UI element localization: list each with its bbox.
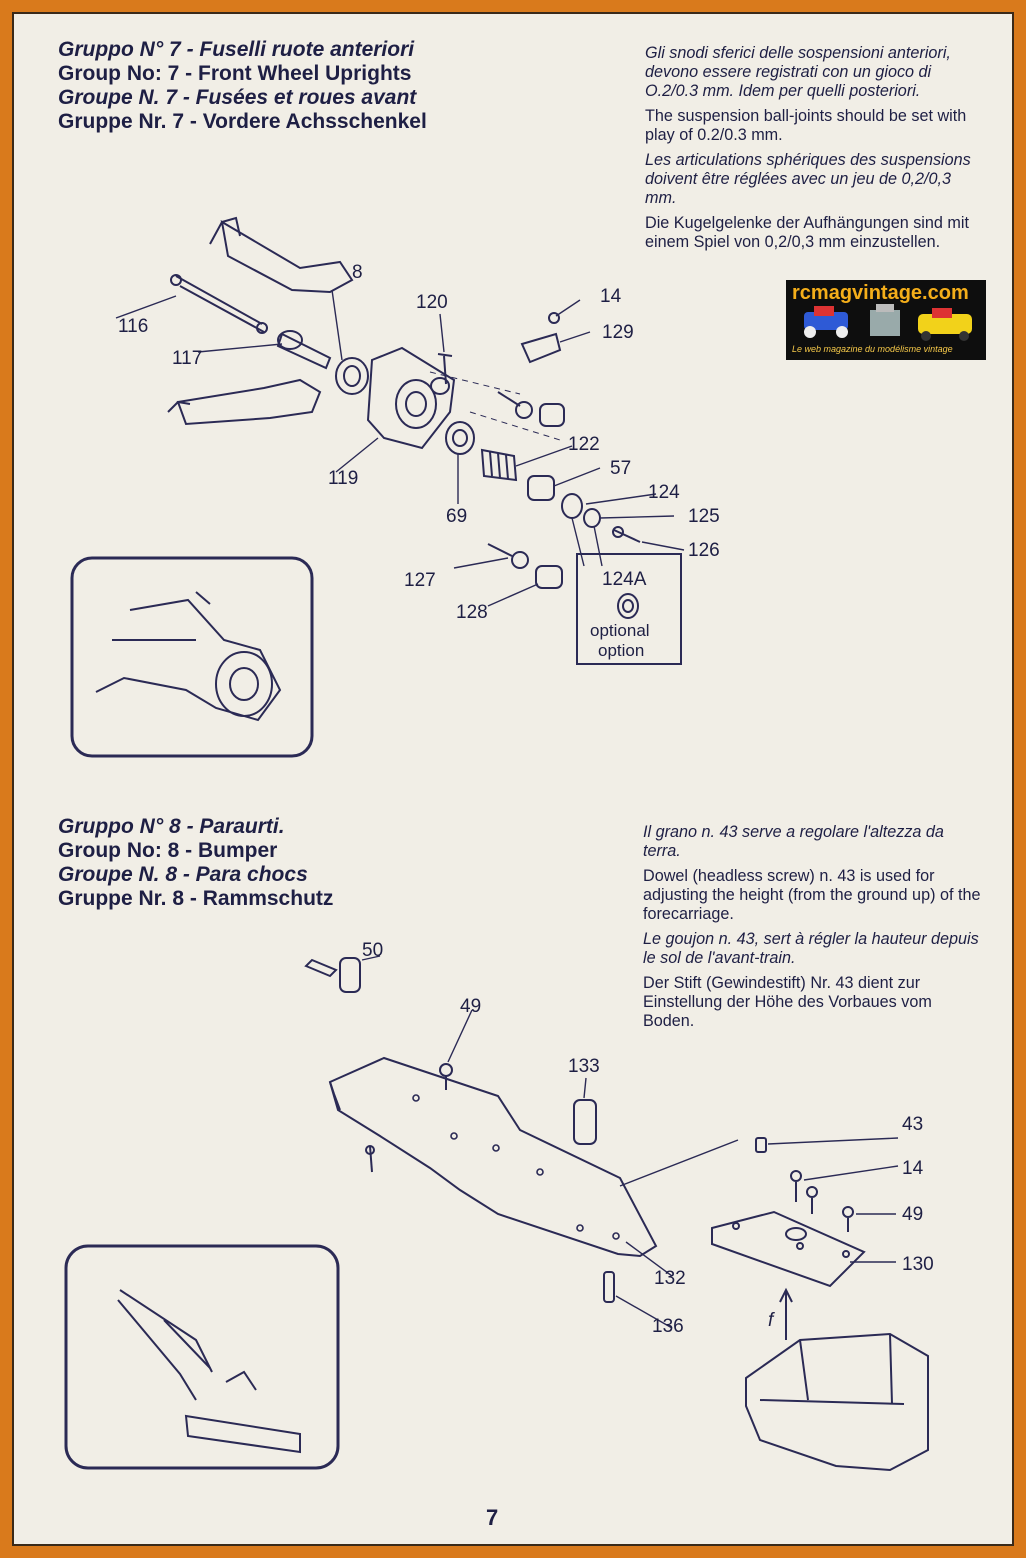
part-label: 49 — [460, 996, 482, 1017]
part-label: 125 — [688, 506, 720, 527]
rcmagvintage-logo[interactable]: rcmagvintage.com Le web magazine du modé… — [786, 280, 986, 360]
part-label: 129 — [602, 322, 634, 343]
cutter-inset — [64, 1244, 340, 1470]
group8-heading-en: Group No: 8 - Bumper — [58, 839, 278, 862]
screw-120 — [437, 353, 453, 385]
group8-note-fr: Le goujon n. 43, sert à régler la hauteu… — [643, 930, 979, 967]
part-label: 130 — [902, 1254, 934, 1275]
group7-heading-en: Group No: 7 - Front Wheel Uprights — [58, 62, 412, 85]
part-label: 124 — [648, 482, 680, 503]
page-number: 7 — [486, 1505, 499, 1530]
part-label: 57 — [610, 458, 632, 479]
group8-heading-fr: Groupe N. 8 - Para chocs — [58, 863, 308, 886]
bumper-plate — [328, 1056, 658, 1258]
track-rod — [175, 275, 265, 333]
height-arrow — [779, 1287, 793, 1340]
group8-heading-de: Gruppe Nr. 8 - Rammschutz — [58, 887, 334, 910]
group7-note-de: Die Kugelgelenke der Aufhängungen sind m… — [645, 214, 969, 251]
part-label: 127 — [404, 570, 436, 591]
part-label: 14 — [902, 1158, 924, 1179]
part-label: 133 — [568, 1056, 600, 1077]
assembled-inset — [70, 556, 314, 758]
group7-heading-de: Gruppe Nr. 7 - Vordere Achsschenkel — [58, 110, 427, 133]
axle-122 — [480, 448, 518, 482]
part-label: 8 — [352, 262, 363, 283]
clip-50 — [304, 958, 338, 978]
post-133 — [573, 1099, 597, 1145]
logo-car-icons — [804, 304, 972, 341]
group8-headings: Gruppo N° 8 - Paraurti. Group No: 8 - Bu… — [58, 815, 333, 911]
part-label: 128 — [456, 602, 488, 623]
group8-notes: Il grano n. 43 serve a regolare l'altezz… — [643, 823, 983, 1037]
screw-136 — [603, 1271, 615, 1303]
optional-part-box: 124A optional option — [576, 553, 682, 665]
option-bearing-124a — [617, 593, 639, 619]
bearing-8 — [335, 357, 369, 395]
part-label: 50 — [362, 940, 384, 961]
group7-note-en: The suspension ball-joints should be set… — [645, 107, 967, 144]
part-128 — [535, 565, 563, 589]
group8-note-de: Der Stift (Gewindestift) Nr. 43 dient zu… — [643, 974, 932, 1030]
part-label: 69 — [446, 506, 468, 527]
option-label-it: optional — [590, 621, 650, 640]
part-69 — [445, 421, 475, 455]
part-label: 116 — [118, 316, 149, 337]
chassis-block — [745, 1332, 929, 1472]
part-label: 117 — [172, 348, 203, 369]
group8-heading-it: Gruppo N° 8 - Paraurti. — [58, 815, 285, 838]
part-label: 132 — [654, 1268, 686, 1289]
logo-subtitle: Le web magazine du modélisme vintage — [792, 344, 953, 354]
part-label: 136 — [652, 1316, 684, 1337]
part-label: 43 — [902, 1114, 924, 1135]
part-label: 122 — [568, 434, 600, 455]
option-part-number: 124A — [602, 569, 647, 590]
logo-title: rcmagvintage.com — [792, 282, 969, 304]
screw-126 — [613, 529, 641, 543]
part-label: 14 — [600, 286, 622, 307]
group7-headings: Gruppo N° 7 - Fuselli ruote anteriori Gr… — [58, 38, 427, 134]
manual-page — [12, 12, 1014, 1546]
part-label: 126 — [688, 540, 720, 561]
group7-heading-it: Gruppo N° 7 - Fuselli ruote anteriori — [58, 38, 415, 61]
group7-note-fr: Les articulations sphériques des suspens… — [645, 151, 971, 207]
part-label: 119 — [328, 468, 359, 489]
part-label: 49 — [902, 1204, 924, 1225]
spacer-57 — [527, 475, 555, 501]
group7-note-it: Gli snodi sferici delle sospensioni ante… — [645, 44, 951, 100]
group7-notes: Gli snodi sferici delle sospensioni ante… — [645, 44, 985, 258]
bearing-124 — [561, 493, 583, 519]
group8-note-it: Il grano n. 43 serve a regolare l'altezz… — [643, 823, 944, 860]
kingpin — [276, 332, 332, 370]
mount-plate-130 — [711, 1210, 866, 1288]
upper-wishbone — [220, 220, 354, 294]
upright-body — [366, 346, 456, 450]
group8-note-en: Dowel (headless screw) n. 43 is used for… — [643, 867, 981, 923]
bracket-129 — [520, 332, 562, 364]
option-label-fr: option — [598, 641, 645, 660]
group7-heading-fr: Groupe N. 7 - Fusées et roues avant — [58, 86, 417, 109]
arrow-label: f — [768, 1310, 774, 1331]
part-label: 120 — [416, 292, 448, 313]
washer-125 — [583, 508, 601, 528]
lower-wishbone — [176, 378, 322, 426]
